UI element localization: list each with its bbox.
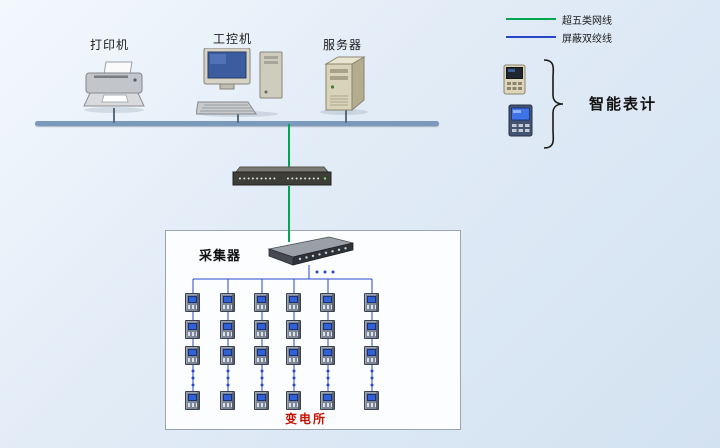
server-icon: [320, 56, 368, 115]
cat5e-line-lower: [288, 186, 290, 242]
meter-icon: [185, 346, 200, 365]
meter-icon: [254, 391, 269, 410]
meter-grid: [166, 231, 462, 431]
meter-icon: [220, 320, 235, 339]
meter-icon: [254, 346, 269, 365]
network-bus: [35, 121, 439, 126]
meter-icon: [220, 346, 235, 365]
collector-label: 采集器: [199, 249, 242, 264]
meter-icon: [364, 293, 379, 312]
substation-box: 采集器 变电所: [165, 230, 461, 430]
meter-icon: [185, 391, 200, 410]
legend-stp-line: [506, 36, 556, 38]
meter-icon: [254, 293, 269, 312]
meter-icon: [364, 391, 379, 410]
meter-icon: [286, 391, 301, 410]
legend-cat5e-line: [506, 18, 556, 20]
meter-icon: [220, 293, 235, 312]
brace-icon: [543, 59, 564, 149]
meter-icon: [320, 346, 335, 365]
meter-icon: [286, 320, 301, 339]
meter-icon: [185, 293, 200, 312]
meter-icon: [364, 346, 379, 365]
switch-icon: [232, 166, 332, 186]
collector-icon: [267, 236, 354, 266]
smart-meter-label: 智能表计: [589, 95, 658, 113]
industrial-pc-icon: [196, 48, 283, 117]
industrial-pc-bus-connector: [237, 112, 239, 123]
smart-meter-type-b-icon: [508, 104, 533, 137]
server-label: 服务器: [323, 38, 363, 52]
meter-icon: [185, 320, 200, 339]
smart-meter-type-a-icon: [503, 64, 526, 95]
printer-label: 打印机: [90, 38, 130, 52]
meter-icon: [320, 391, 335, 410]
meter-icon: [364, 320, 379, 339]
substation-label: 变电所: [284, 412, 327, 426]
printer-bus-connector: [113, 108, 115, 123]
cat5e-line-upper: [288, 124, 290, 170]
meter-icon: [320, 320, 335, 339]
printer-icon: [83, 61, 145, 113]
meter-icon: [220, 391, 235, 410]
meter-icon: [320, 293, 335, 312]
meter-icon: [254, 320, 269, 339]
meter-icon: [286, 293, 301, 312]
industrial-pc-label: 工控机: [213, 32, 253, 46]
legend-stp-label: 屏蔽双绞线: [562, 34, 612, 45]
legend-cat5e-label: 超五类网线: [562, 16, 612, 27]
server-bus-connector: [345, 110, 347, 123]
meter-icon: [286, 346, 301, 365]
